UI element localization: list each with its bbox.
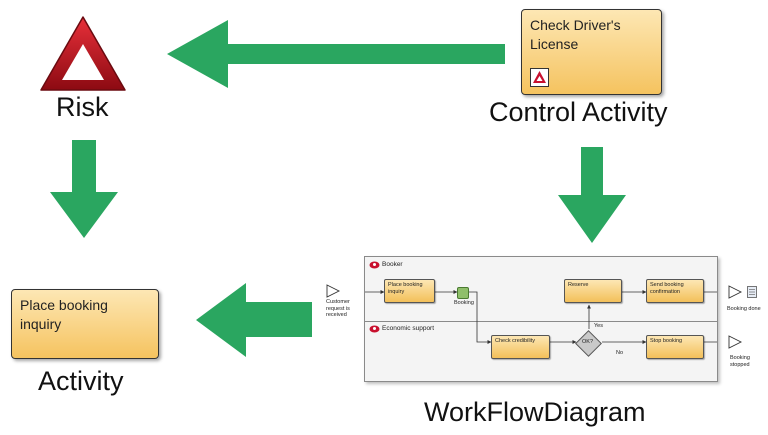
task-place-booking[interactable]: Place booking inquiry [384, 279, 435, 303]
end-event-done-label: Booking done [727, 306, 761, 312]
workflow-diagram[interactable]: Booker Economic support Booking Place bo… [364, 256, 718, 382]
booking-node-label: Booking [454, 300, 474, 306]
control-activity-label: Control Activity [489, 97, 668, 127]
lane-role-icon [369, 261, 380, 269]
workflow-label: WorkFlowDiagram [424, 397, 646, 427]
lane-title-economic-support: Economic support [382, 325, 435, 332]
lane-booker: Booker [365, 257, 717, 322]
gateway-no-label: No [616, 350, 624, 356]
task-stop-booking[interactable]: Stop booking [646, 335, 704, 359]
end-event-done-icon [728, 285, 742, 299]
control-activity-box[interactable]: Check Driver's License [521, 9, 662, 95]
document-icon [747, 286, 757, 298]
gateway-label: OK? [582, 339, 594, 345]
risk-triangle-icon [40, 16, 126, 91]
lane-role-icon [369, 325, 380, 333]
arrow-control-to-risk [167, 20, 505, 88]
start-event-icon [326, 284, 340, 298]
arrow-risk-to-activity [50, 140, 118, 238]
end-event-stopped-label: Booking stopped [730, 355, 750, 368]
task-reserve[interactable]: Reserve [564, 279, 622, 303]
arrow-control-to-workflow [558, 147, 626, 243]
activity-box-text: Place booking inquiry [20, 297, 108, 332]
task-check-credibility[interactable]: Check credibility [491, 335, 550, 359]
gateway-yes-label: Yes [594, 323, 603, 329]
start-event-label: Customer request is received [326, 299, 350, 318]
control-activity-box-text: Check Driver's License [530, 17, 621, 52]
risk-marker-icon [530, 68, 549, 87]
lane-economic-support: Economic support [365, 321, 717, 380]
activity-box[interactable]: Place booking inquiry [11, 289, 159, 359]
booking-node [457, 287, 469, 299]
task-send-confirmation[interactable]: Send booking confirmation [646, 279, 704, 303]
lane-title-booker: Booker [382, 261, 403, 268]
arrow-workflow-to-activity [196, 283, 312, 357]
risk-label: Risk [56, 92, 109, 122]
end-event-stopped-icon [728, 335, 742, 349]
activity-label: Activity [38, 366, 124, 396]
sequence-flows [365, 290, 717, 344]
